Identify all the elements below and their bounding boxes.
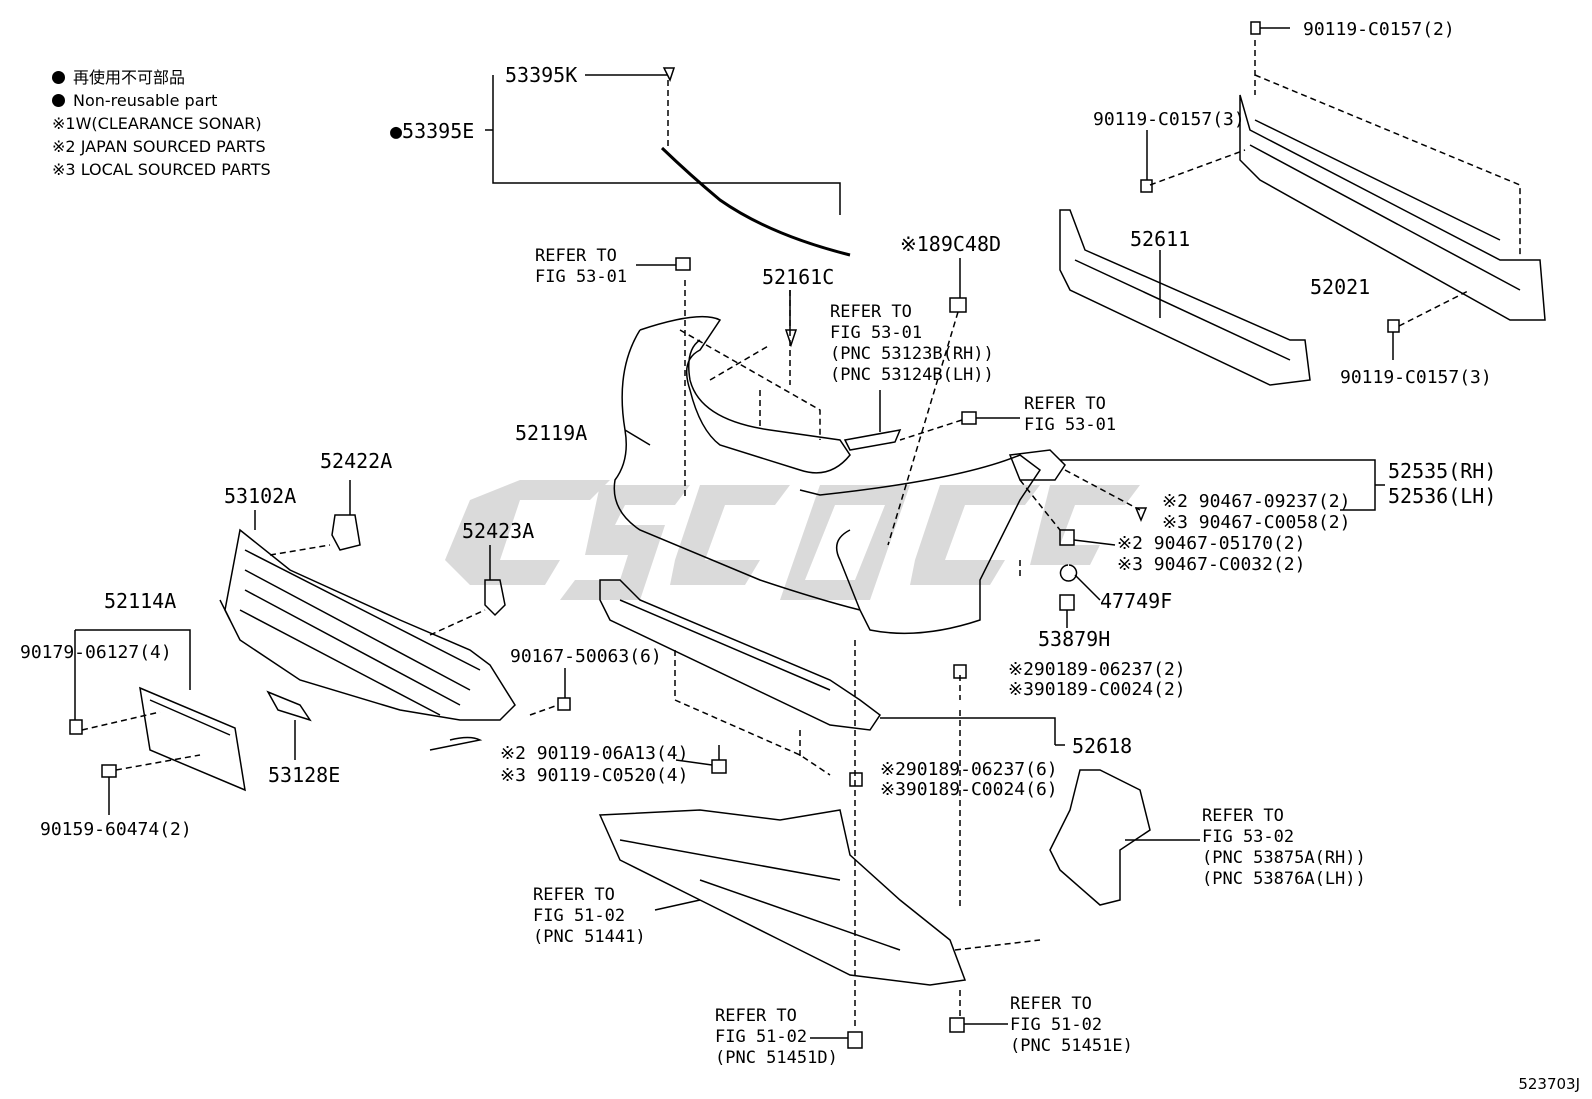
cover-52422A	[331, 514, 361, 551]
part-label-90189-06237-6[interactable]: ※290189-06237(6)	[880, 759, 1058, 780]
part-label-90467-C0058[interactable]: ※3 90467-C0058(2)	[1162, 512, 1351, 533]
clip-52161C	[784, 329, 798, 348]
part-label-52423A[interactable]: 52423A	[462, 519, 535, 543]
part-label-90189-06237-2[interactable]: ※290189-06237(2)	[1008, 659, 1186, 680]
figure-id: 523703J	[1518, 1075, 1580, 1093]
refer-fig-51-02-b[interactable]: REFER TO FIG 51-02 (PNC 51451D)	[715, 1006, 838, 1068]
refer-fig-53-01-c[interactable]: REFER TO FIG 53-01	[1024, 394, 1117, 435]
part-label-90167-50063[interactable]: 90167-50063(6)	[510, 646, 662, 667]
bolt-51451E	[949, 1017, 965, 1033]
bolt-90119-3b	[1387, 319, 1400, 333]
part-label-52021[interactable]: 52021	[1310, 275, 1371, 299]
legend-text-jp: 再使用不可部品	[73, 68, 186, 87]
clip-90189-mid	[849, 772, 863, 787]
bolt-51451D	[847, 1031, 863, 1049]
molding-53395K	[660, 146, 851, 257]
non-reusable-dot-icon	[52, 71, 65, 84]
legend-text-2: JAPAN SOURCED PARTS	[80, 137, 266, 156]
bumper-cover-52119A	[613, 315, 1042, 635]
part-label-53128E[interactable]: 53128E	[268, 763, 341, 787]
legend-row-2: ※2 JAPAN SOURCED PARTS	[52, 135, 271, 158]
part-label-90119-06A13[interactable]: ※2 90119-06A13(4)	[500, 743, 689, 764]
plate-bracket-52114A	[139, 686, 246, 792]
part-label-52611[interactable]: 52611	[1130, 227, 1191, 251]
legend-marker-3: ※3	[52, 160, 76, 179]
screw-90119-06A13	[711, 759, 727, 774]
legend-marker-1: ※1	[52, 114, 76, 133]
clip-53395K	[662, 67, 676, 82]
part-label-90119-C0157-3a[interactable]: 90119-C0157(3)	[1093, 109, 1245, 130]
legend-row-jp: 再使用不可部品	[52, 66, 271, 89]
legend-row-en: Non-reusable part	[52, 89, 271, 112]
clip-53879H	[1059, 594, 1075, 611]
absorber-52611	[1059, 209, 1311, 386]
part-label-52161C[interactable]: 52161C	[762, 265, 835, 289]
legend-text-en: Non-reusable part	[73, 91, 218, 110]
part-label-52422A[interactable]: 52422A	[320, 449, 393, 473]
part-label-53395E[interactable]: ●53395E	[390, 119, 475, 143]
under-cover-51441	[598, 809, 967, 986]
refer-fig-53-01-b[interactable]: REFER TO FIG 53-01 (PNC 53123B(RH)) (PNC…	[830, 302, 994, 385]
part-label-53395K[interactable]: 53395K	[505, 63, 578, 87]
part-label-90119-C0520[interactable]: ※3 90119-C0520(4)	[500, 765, 689, 786]
cover-52423A	[484, 579, 506, 617]
legend-row-1: ※1W(CLEARANCE SONAR)	[52, 112, 271, 135]
non-reusable-dot-icon	[52, 94, 65, 107]
legend-row-3: ※3 LOCAL SOURCED PARTS	[52, 158, 271, 181]
part-label-52535[interactable]: 52535(RH)	[1388, 459, 1497, 483]
legend-text-1: W(CLEARANCE SONAR)	[75, 114, 262, 133]
bolt-90119-2	[1250, 21, 1261, 35]
part-label-52536[interactable]: 52536(LH)	[1388, 484, 1497, 508]
part-label-53102A[interactable]: 53102A	[224, 484, 297, 508]
part-label-90159-60474[interactable]: 90159-60474(2)	[40, 819, 192, 840]
reinforcement-52021	[1239, 94, 1546, 321]
bolt-90167	[557, 697, 571, 711]
part-label-47749F[interactable]: 47749F	[1100, 589, 1173, 613]
clip-fig5301-c	[961, 411, 977, 425]
liner-53875A	[1049, 769, 1151, 906]
legend: 再使用不可部品 Non-reusable part ※1W(CLEARANCE …	[52, 66, 271, 181]
part-label-90119-C0157-2[interactable]: 90119-C0157(2)	[1303, 19, 1455, 40]
refer-fig-51-02-a[interactable]: REFER TO FIG 51-02 (PNC 51441)	[533, 885, 646, 947]
bracket-53395	[492, 75, 841, 215]
bolt-fig5301-a	[675, 257, 691, 271]
clip-90467-09237	[1134, 507, 1148, 522]
watermark-logo	[445, 480, 1140, 600]
clip-90189-top	[953, 664, 967, 679]
refer-fig-53-02[interactable]: REFER TO FIG 53-02 (PNC 53875A(RH)) (PNC…	[1202, 806, 1366, 889]
part-label-90119-C0157-3b[interactable]: 90119-C0157(3)	[1340, 367, 1492, 388]
plate-53123B	[843, 429, 902, 451]
part-label-89C48D[interactable]: ※189C48D	[900, 232, 1002, 256]
cover-53128E	[266, 690, 312, 722]
part-label-90467-05170[interactable]: ※2 90467-05170(2)	[1117, 533, 1306, 554]
part-label-90179-06127[interactable]: 90179-06127(4)	[20, 642, 172, 663]
part-label-53879H[interactable]: 53879H	[1038, 627, 1111, 651]
nut-90179	[69, 719, 83, 735]
bolt-90159	[101, 764, 117, 778]
grille-53102A	[224, 528, 516, 721]
seal-47749F	[1059, 564, 1078, 582]
part-label-52119A[interactable]: 52119A	[515, 421, 588, 445]
bolt-90119-3a	[1140, 179, 1153, 193]
part-label-90189-C0024-6[interactable]: ※390189-C0024(6)	[880, 779, 1058, 800]
part-label-52114A[interactable]: 52114A	[104, 589, 177, 613]
legend-text-3: LOCAL SOURCED PARTS	[80, 160, 271, 179]
legend-marker-2: ※2	[52, 137, 76, 156]
part-label-90189-C0024-2[interactable]: ※390189-C0024(2)	[1008, 679, 1186, 700]
retainer-52618	[599, 579, 882, 731]
clip-90467-05170	[1059, 529, 1075, 546]
part-label-90467-09237[interactable]: ※2 90467-09237(2)	[1162, 491, 1351, 512]
part-label-90467-C0032[interactable]: ※3 90467-C0032(2)	[1117, 554, 1306, 575]
refer-fig-51-02-c[interactable]: REFER TO FIG 51-02 (PNC 51451E)	[1010, 994, 1133, 1056]
refer-fig-53-01-a[interactable]: REFER TO FIG 53-01	[535, 246, 628, 287]
part-label-52618[interactable]: 52618	[1072, 734, 1133, 758]
retainer-52535	[1008, 449, 1066, 481]
